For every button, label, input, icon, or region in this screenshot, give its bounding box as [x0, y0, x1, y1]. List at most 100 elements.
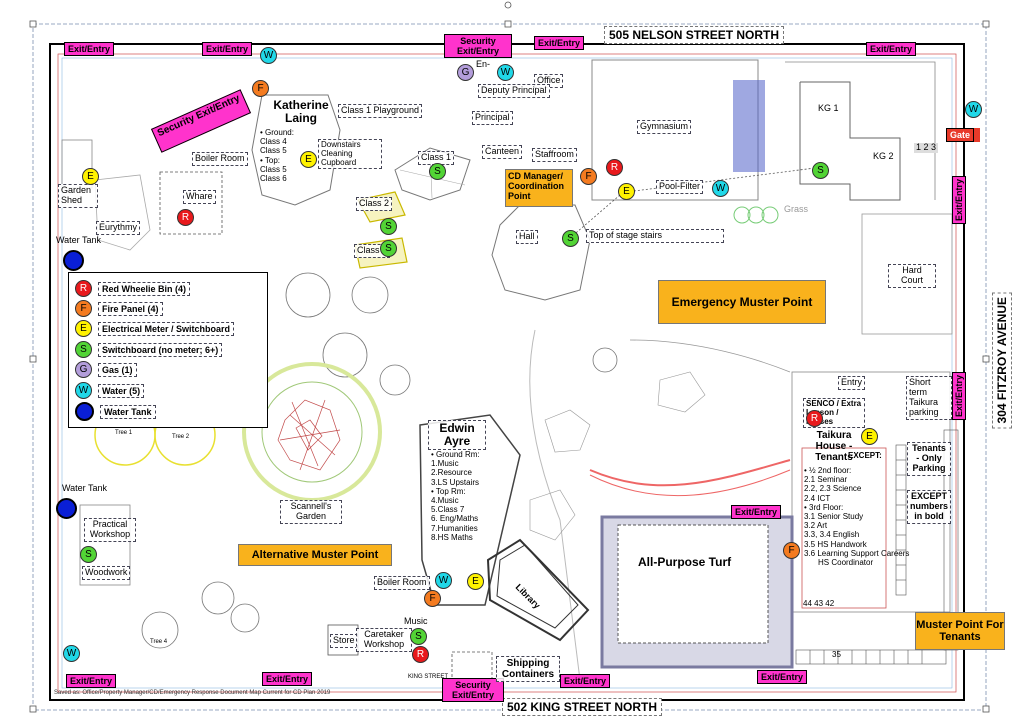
- water-tank-label-south: Water Tank: [62, 483, 108, 493]
- grass-label: Grass: [784, 204, 809, 214]
- exit-entry-6: Exit/Entry: [262, 672, 313, 686]
- king-street-small: KING STREET: [408, 674, 449, 680]
- kl-top6: Class 6: [260, 173, 287, 183]
- gate-label: Gate: [946, 128, 975, 142]
- kl-class5: Class 5: [260, 146, 287, 156]
- except-numbers-bold: EXCEPT numbers in bold: [907, 490, 951, 524]
- kg1-label: KG 1: [818, 103, 839, 113]
- whare-label: Whare: [183, 190, 216, 204]
- scannells-garden: Scannell's Garden: [280, 500, 342, 524]
- ea-2: 2.Resource: [431, 468, 472, 478]
- t-33: 3.3, 3.4 English: [804, 530, 860, 540]
- ea-1: 1.Music: [431, 459, 459, 469]
- boiler-room-label: Boiler Room: [192, 152, 248, 166]
- legend-row-electrical: E Electrical Meter / Switchboard: [75, 319, 235, 338]
- legend-label: Fire Panel (4): [98, 301, 163, 316]
- ea-top: Top Rm:: [435, 486, 466, 496]
- water-icon: W: [712, 180, 729, 197]
- tenants-only-parking: Tenants - Only Parking: [907, 442, 951, 476]
- kl-top5: Class 5: [260, 164, 287, 174]
- switchboard-icon: S: [812, 162, 829, 179]
- store-label: Store: [330, 634, 358, 648]
- top-of-stage-stairs: Top of stage stairs: [586, 229, 724, 243]
- switchboard-icon: S: [380, 218, 397, 235]
- taikura-title: Taikura House - Tenants: [815, 430, 853, 463]
- hall-label: Hall: [516, 230, 538, 244]
- electrical-meter-icon: E: [300, 151, 317, 168]
- switchboard-icon: S: [562, 230, 579, 247]
- legend-row-gas: G Gas (1): [75, 360, 137, 379]
- deputy-principal: Deputy Principal: [478, 84, 550, 98]
- kl-class4: Class 4: [260, 137, 287, 147]
- exit-entry-turf: Exit/Entry: [731, 505, 782, 519]
- kg2-label: KG 2: [873, 151, 894, 161]
- katherine-laing-rooms: • Ground: Class 4 Class 5 • Top: Class 5…: [260, 128, 294, 183]
- switchboard-icon: S: [429, 163, 446, 180]
- pool-filter-label: Pool-Filter: [656, 180, 704, 194]
- switchboard-icon: S: [75, 341, 92, 358]
- legend-label: Gas (1): [98, 362, 137, 377]
- t-hs: HS Coordinator: [818, 557, 874, 567]
- taikura-except: EXCEPT:: [848, 451, 882, 460]
- ea-8: 8.HS Maths: [431, 532, 473, 542]
- gate-numbers: 1 2 3: [914, 142, 939, 153]
- practical-workshop: Practical Workshop: [84, 518, 136, 542]
- kl-ground: Ground:: [265, 128, 294, 137]
- class1-playground: Class 1 Playground: [338, 104, 423, 118]
- water-icon: W: [260, 47, 277, 64]
- t-2nd: ½ 2nd floor:: [809, 466, 852, 475]
- principal-label: Principal: [472, 111, 513, 125]
- edwin-ayre-rooms: • Ground Rm: 1.Music 2.Resource 3.LS Ups…: [431, 450, 480, 542]
- legend-row-bin: R Red Wheelie Bin (4): [75, 279, 191, 298]
- boiler-room-south: Boiler Room: [374, 576, 430, 590]
- street-nelson: 505 NELSON STREET NORTH: [604, 26, 785, 44]
- red-bin-icon: R: [177, 209, 194, 226]
- eurythmy-label: Eurythmy: [96, 221, 141, 235]
- exit-entry-5: Exit/Entry: [66, 674, 117, 688]
- red-bin-icon: R: [412, 646, 429, 663]
- caretaker-workshop: Caretaker Workshop: [356, 628, 412, 652]
- fire-panel-icon: F: [783, 542, 800, 559]
- downstairs-cupboard: Downstairs Cleaning Cupboard: [318, 139, 382, 170]
- tree2-label: Tree 2: [172, 434, 190, 440]
- water-icon: W: [63, 645, 80, 662]
- water-tank-icon: [75, 402, 94, 421]
- fire-panel-icon: F: [580, 168, 597, 185]
- t-36: 3.6 Learning Support Careers: [804, 548, 910, 558]
- gas-icon: G: [457, 64, 474, 81]
- fire-panel-icon: F: [75, 300, 92, 317]
- gas-icon: G: [75, 361, 92, 378]
- emergency-muster-point: Emergency Muster Point: [658, 280, 826, 324]
- hard-court-label: Hard Court: [888, 264, 936, 288]
- legend-row-fire: F Fire Panel (4): [75, 299, 163, 318]
- water-tank-icon: [63, 250, 84, 271]
- exit-entry-8: Exit/Entry: [757, 670, 808, 684]
- t-21: 2.1 Seminar: [804, 475, 848, 485]
- water-icon: W: [435, 572, 452, 589]
- red-bin-icon: R: [606, 159, 623, 176]
- water-icon: W: [965, 101, 982, 118]
- canteen-label: Canteen: [482, 145, 523, 159]
- legend-row-tank: Water Tank: [75, 402, 156, 421]
- ea-4: 4.Music: [431, 495, 459, 505]
- electrical-meter-icon: E: [861, 428, 878, 445]
- gymnasium-label: Gymnasium: [637, 120, 692, 134]
- tenants-muster-point: Muster Point For Tenants: [915, 612, 1005, 650]
- switchboard-icon: S: [380, 240, 397, 257]
- woodwork-label: Woodwork: [82, 566, 131, 580]
- legend-label: Electrical Meter / Switchboard: [98, 321, 235, 336]
- exit-entry-1: Exit/Entry: [64, 42, 115, 56]
- fire-panel-icon: F: [424, 590, 441, 607]
- legend-label: Switchboard (no meter; 6+): [98, 342, 223, 357]
- t-31: 3.1 Senior Study: [804, 511, 864, 521]
- legend-label: Water (5): [98, 383, 145, 398]
- legend-row-water: W Water (5): [75, 381, 145, 400]
- fire-panel-icon: F: [252, 80, 269, 97]
- electrical-meter-icon: E: [618, 183, 635, 200]
- en-label: En-: [476, 59, 491, 69]
- cd-coordination-point: CD Manager/ Coordination Point: [505, 169, 573, 207]
- exit-entry-east-1: Exit/Entry: [952, 176, 966, 225]
- electrical-meter-icon: E: [467, 573, 484, 590]
- music-label: Music: [404, 616, 428, 626]
